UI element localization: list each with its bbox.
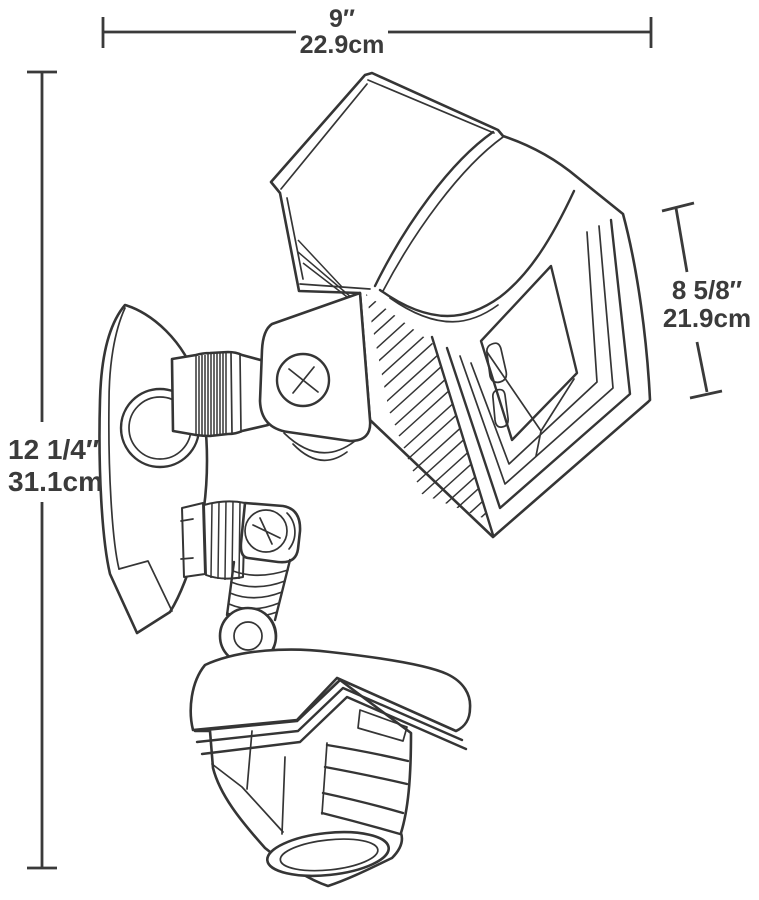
sensor-dome bbox=[265, 830, 391, 878]
dimension-left-inches: 12 1/4″ bbox=[8, 434, 99, 465]
motion-sensor bbox=[189, 648, 472, 888]
lower-tab bbox=[181, 502, 206, 578]
sensor-cap bbox=[189, 648, 472, 733]
sensor-cap-steps bbox=[195, 686, 468, 756]
hood-brim-inner bbox=[389, 297, 499, 323]
dimension-top-inches: 9″ bbox=[329, 5, 355, 33]
dimension-line-left bbox=[27, 70, 57, 870]
lens-reflector bbox=[486, 342, 575, 457]
bracket-outline bbox=[258, 291, 372, 443]
rear-housing-lines bbox=[280, 79, 495, 304]
dimension-right-height: 8 5/8″ 21.9cm bbox=[661, 201, 751, 400]
lamp-slot-lower bbox=[491, 388, 509, 428]
phillips-screw-upper bbox=[275, 352, 331, 408]
dimension-line-top bbox=[101, 17, 653, 48]
dimension-right-inches: 8 5/8″ bbox=[672, 275, 742, 305]
sensor-body-details bbox=[211, 709, 410, 836]
phillips-screw-lower bbox=[244, 509, 296, 553]
plate-rim bbox=[108, 307, 126, 570]
sensor-cone-edge bbox=[321, 742, 328, 815]
lens-frames bbox=[430, 218, 632, 537]
floodlight-head bbox=[269, 71, 652, 539]
hood-brim-edge bbox=[378, 189, 576, 318]
dimension-top-metric: 22.9cm bbox=[300, 31, 385, 59]
plate-bottom-fold bbox=[118, 560, 173, 612]
bracket-hinge-arc bbox=[283, 432, 356, 462]
ribbed-arm bbox=[225, 558, 292, 622]
sensor-cone-ribs bbox=[320, 743, 410, 836]
sensor-window bbox=[357, 709, 408, 742]
dimension-left-height: 12 1/4″ 31.1cm bbox=[8, 70, 103, 870]
knurl-ribs bbox=[195, 353, 227, 436]
dimension-top-width: 9″ 22.9cm bbox=[101, 5, 653, 59]
dimension-right-metric: 21.9cm bbox=[663, 303, 751, 333]
lower-arm-assembly bbox=[180, 500, 302, 672]
lamp-slot-upper bbox=[486, 342, 508, 384]
side-louvers bbox=[297, 239, 356, 304]
plate-outline bbox=[98, 303, 209, 635]
hood-step-outer bbox=[373, 130, 495, 288]
swivel-bracket-upper bbox=[258, 291, 372, 462]
dimension-left-metric: 31.1cm bbox=[8, 466, 103, 497]
mounting-plate bbox=[98, 303, 209, 635]
dimension-line-right bbox=[661, 201, 723, 400]
knurled-connector-upper bbox=[170, 350, 270, 438]
lens-opening bbox=[479, 264, 579, 442]
hood-step-inner bbox=[382, 136, 504, 292]
lower-knurl-ribs bbox=[210, 500, 241, 581]
